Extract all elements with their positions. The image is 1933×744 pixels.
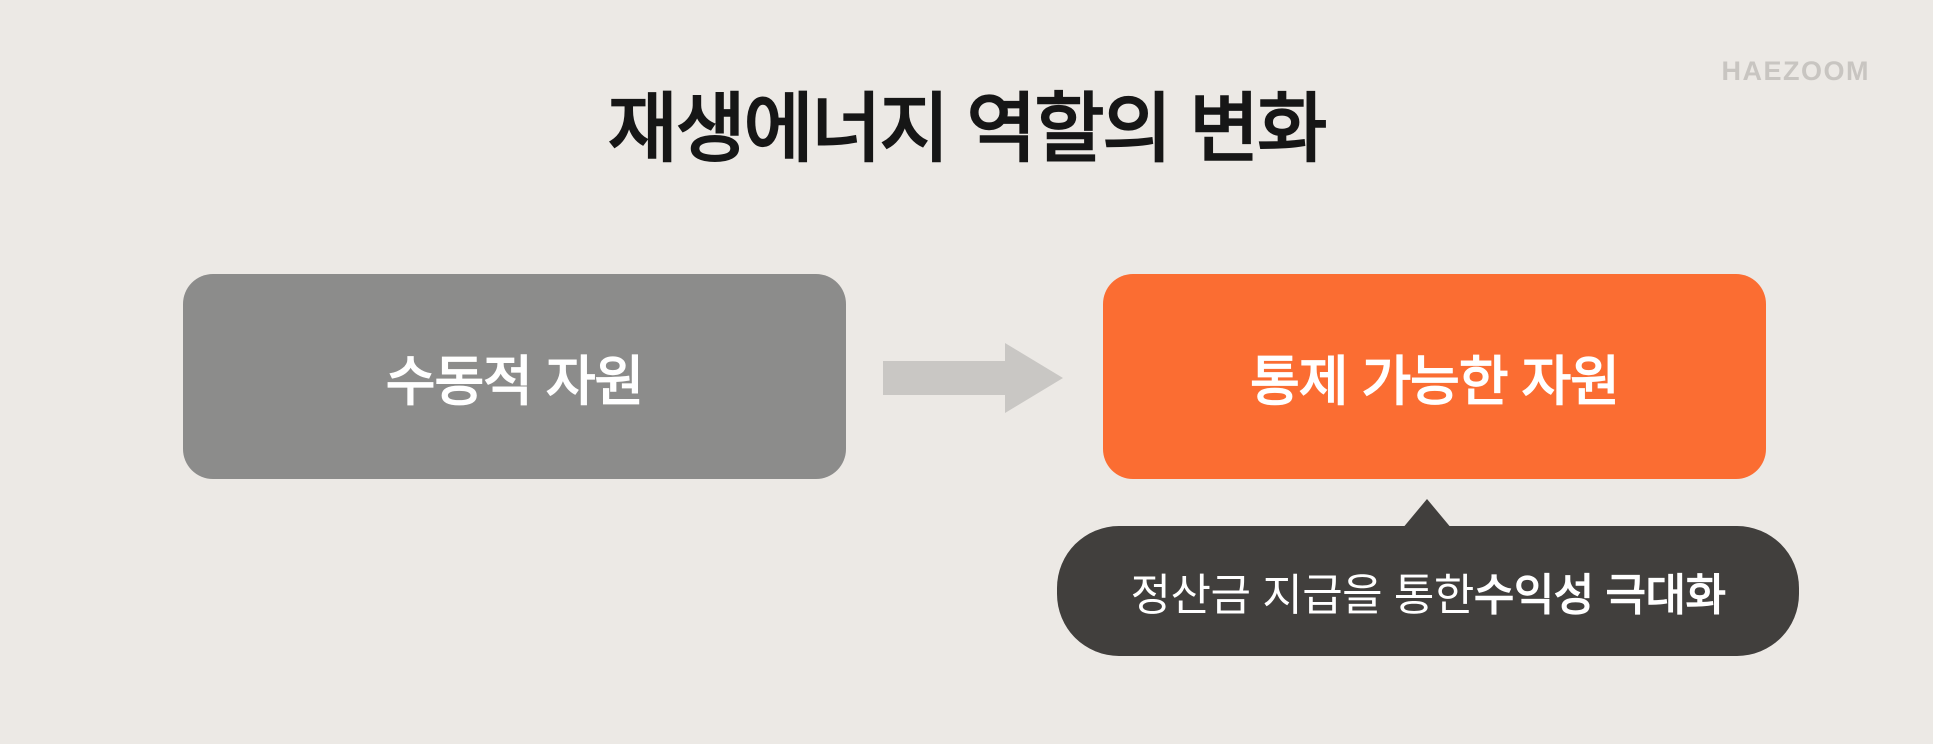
passive-resource-box: 수동적 자원 bbox=[183, 274, 846, 479]
controllable-resource-box: 통제 가능한 자원 bbox=[1103, 274, 1766, 479]
haezoom-logo: HAEZOOM bbox=[1721, 56, 1870, 86]
callout-text-regular: 정산금 지급을 통한 bbox=[1130, 571, 1475, 620]
passive-resource-label: 수동적 자원 bbox=[385, 352, 644, 412]
callout-pointer-icon bbox=[1402, 499, 1452, 529]
arrow-right-icon bbox=[883, 343, 1063, 413]
page-title: 재생에너지 역할의 변화 bbox=[607, 87, 1327, 172]
controllable-resource-label: 통제 가능한 자원 bbox=[1250, 352, 1620, 412]
callout-text-bold: 수익성 극대화 bbox=[1473, 571, 1726, 620]
callout-bubble: 정산금 지급을 통한 수익성 극대화 bbox=[1057, 526, 1799, 656]
arrow-right-shape bbox=[883, 343, 1063, 413]
